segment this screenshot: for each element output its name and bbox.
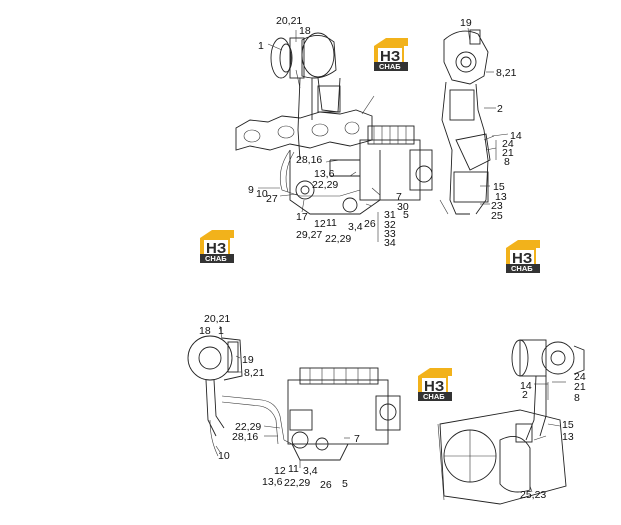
bottom-right-view xyxy=(437,339,585,505)
label-25-23: 25,23 xyxy=(520,489,546,501)
label-3-4: 3,4 xyxy=(303,465,318,477)
label-30: 30 xyxy=(397,201,409,213)
labels-top-right: 19 8,21 2 14 24 21 8 15 13 23 25 xyxy=(460,17,522,222)
brand-logo-3: НЗ СНАБ xyxy=(506,240,540,273)
label-21: 21 xyxy=(502,147,514,159)
label-12: 12 xyxy=(314,218,326,230)
label-23: 23 xyxy=(491,200,503,212)
label-31: 31 xyxy=(384,209,396,221)
labels-bottom-right: 24 14 21 2 8 15 13 25,23 xyxy=(520,371,586,501)
label-28-16: 28,16 xyxy=(296,154,322,166)
label-15: 15 xyxy=(493,181,505,193)
label-34: 34 xyxy=(384,237,396,249)
labels-bottom-left: 20,21 18 1 19 8,21 22,29 28,16 7 10 12 1… xyxy=(199,313,360,491)
label-13: 13 xyxy=(495,191,507,203)
label-3-4: 3,4 xyxy=(348,221,363,233)
label-10: 10 xyxy=(256,188,268,200)
label-14: 14 xyxy=(520,380,532,392)
label-13: 13 xyxy=(562,431,574,443)
svg-text:СНАБ: СНАБ xyxy=(423,392,445,401)
label-18: 18 xyxy=(199,325,211,337)
label-2: 2 xyxy=(522,389,528,401)
label-11: 11 xyxy=(326,217,337,229)
label-7: 7 xyxy=(396,191,402,203)
label-12: 12 xyxy=(274,465,286,477)
label-22-29-b: 22,29 xyxy=(284,477,310,489)
label-20-21: 20,21 xyxy=(276,15,302,27)
label-20-21: 20,21 xyxy=(204,313,230,325)
label-11: 11 xyxy=(288,463,299,475)
leader-lines xyxy=(215,27,566,493)
label-33: 33 xyxy=(384,228,396,240)
label-5: 5 xyxy=(403,209,409,221)
bottom-left-view xyxy=(187,335,401,468)
label-29-27: 29,27 xyxy=(296,229,322,241)
svg-text:СНАБ: СНАБ xyxy=(511,264,533,273)
label-19: 19 xyxy=(460,17,472,29)
label-10: 10 xyxy=(218,450,230,462)
label-22-29-b: 22,29 xyxy=(325,233,351,245)
label-1: 1 xyxy=(218,325,224,337)
label-1: 1 xyxy=(258,40,264,52)
top-right-view xyxy=(439,29,497,215)
label-14: 14 xyxy=(510,130,522,142)
label-13-6: 13,6 xyxy=(262,476,283,488)
label-25: 25 xyxy=(491,210,503,222)
label-19: 19 xyxy=(242,354,254,366)
svg-text:НЗ: НЗ xyxy=(424,378,444,395)
labels-top-left: 1 20,21 18 28,16 13,6 22,29 7 30 9 10 27… xyxy=(248,15,409,249)
svg-text:СНАБ: СНАБ xyxy=(205,254,227,263)
label-26: 26 xyxy=(320,479,332,491)
svg-text:НЗ: НЗ xyxy=(206,240,226,257)
label-8: 8 xyxy=(574,392,580,404)
svg-text:СНАБ: СНАБ xyxy=(379,62,401,71)
label-24: 24 xyxy=(502,138,514,150)
svg-text:НЗ: НЗ xyxy=(380,48,400,65)
label-17: 17 xyxy=(296,211,308,223)
label-8: 8 xyxy=(504,156,510,168)
label-32: 32 xyxy=(384,219,396,231)
label-2: 2 xyxy=(497,103,503,115)
label-28-16: 28,16 xyxy=(232,431,258,443)
label-22-29: 22,29 xyxy=(235,421,261,433)
label-8-21: 8,21 xyxy=(244,367,265,379)
brand-logo-1: НЗ СНАБ xyxy=(374,38,408,71)
label-26: 26 xyxy=(364,218,376,230)
label-15: 15 xyxy=(562,419,574,431)
brand-logo-2: НЗ СНАБ xyxy=(200,230,234,263)
svg-text:НЗ: НЗ xyxy=(512,250,532,267)
label-9: 9 xyxy=(248,184,254,196)
label-8-21: 8,21 xyxy=(496,67,517,79)
label-27: 27 xyxy=(266,193,278,205)
brand-logo-4: НЗ СНАБ xyxy=(418,368,452,401)
label-21: 21 xyxy=(574,381,586,393)
label-22-29: 22,29 xyxy=(312,179,338,191)
label-7: 7 xyxy=(354,433,360,445)
label-24: 24 xyxy=(574,371,586,383)
label-18: 18 xyxy=(299,25,311,37)
top-left-view xyxy=(235,32,433,215)
label-5: 5 xyxy=(342,478,348,490)
label-13-6: 13,6 xyxy=(314,168,335,180)
